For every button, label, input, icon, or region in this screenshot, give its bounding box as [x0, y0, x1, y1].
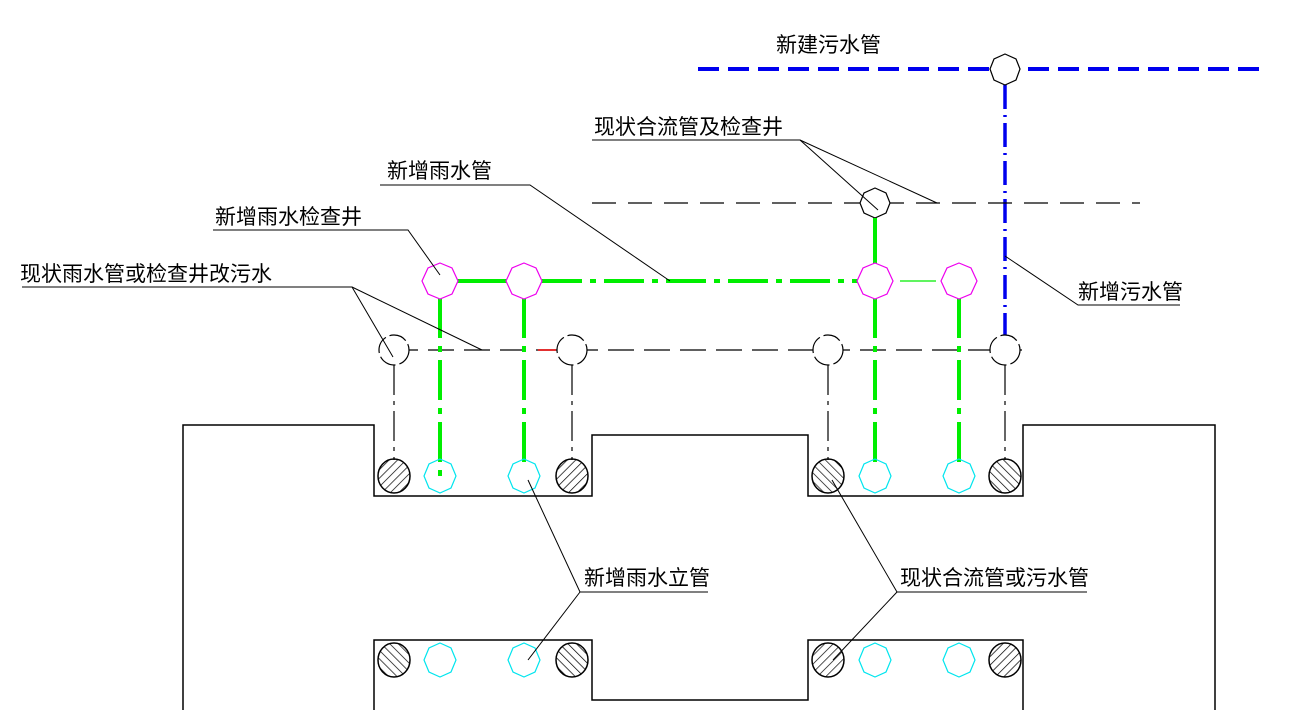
leader-new-sewage — [1004, 255, 1180, 306]
new-storm-riser — [858, 458, 892, 494]
existing-riser — [988, 458, 1022, 494]
leader-storm-to-sewage — [22, 286, 394, 358]
label-new-storm-pipe: 新增雨水管 — [387, 159, 492, 183]
label-existing-combined-pipe-and-well: 现状合流管及检查井 — [594, 115, 783, 139]
new-sewage-main — [698, 53, 1268, 336]
existing-riser — [811, 642, 845, 678]
leader-lines — [22, 139, 1180, 661]
existing-combined-well — [859, 187, 891, 219]
leader-storm-to-sewage-2 — [351, 286, 483, 351]
new-storm-well-3 — [856, 262, 894, 300]
new-storm-riser — [942, 458, 976, 494]
label-new-sewage-pipe: 新增污水管 — [1078, 280, 1183, 304]
new-storm-wells — [421, 262, 978, 300]
existing-well-1 — [378, 334, 410, 366]
new-storm-riser-group — [423, 458, 976, 678]
new-storm-riser — [423, 458, 457, 494]
new-storm-riser — [507, 642, 541, 678]
leader-existing-riser-2 — [832, 591, 898, 661]
existing-riser — [811, 458, 845, 494]
new-storm-riser — [942, 642, 976, 678]
new-storm-riser — [507, 458, 541, 494]
new-storm-pipes — [438, 218, 961, 478]
existing-storm-pipe-converted — [378, 334, 1022, 460]
label-existing-combined-or-sewage-pipe: 现状合流管或污水管 — [900, 566, 1089, 590]
sewage-junction-well — [989, 53, 1021, 86]
risers — [377, 458, 1022, 678]
label-new-sewage-main: 新建污水管 — [776, 33, 881, 57]
existing-well-3 — [812, 334, 844, 366]
new-storm-riser — [858, 642, 892, 678]
new-storm-well-1 — [421, 262, 459, 300]
new-storm-well-4 — [940, 262, 978, 300]
existing-well-4 — [989, 334, 1021, 366]
new-storm-well-2 — [505, 262, 543, 300]
existing-riser — [555, 458, 589, 494]
new-storm-riser — [423, 642, 457, 678]
leader-new-storm-riser-2 — [527, 591, 581, 661]
existing-riser — [377, 458, 411, 494]
existing-riser-group — [377, 458, 1022, 678]
label-new-storm-inspection-well: 新增雨水检查井 — [215, 205, 362, 229]
label-existing-storm-to-sewage: 现状雨水管或检查井改污水 — [20, 262, 272, 286]
building-wall — [182, 424, 1216, 710]
leader-new-storm-pipe — [380, 184, 671, 282]
leader-new-storm-well — [213, 229, 441, 276]
building-wall — [373, 639, 1024, 710]
existing-well-2 — [556, 334, 588, 366]
existing-riser — [377, 642, 411, 678]
labels: 新建污水管 现状合流管及检查井 新增雨水管 新增雨水检查井 现状雨水管或检查井改… — [20, 33, 1183, 590]
label-new-storm-riser: 新增雨水立管 — [584, 566, 710, 590]
existing-riser — [555, 642, 589, 678]
leader-existing-combined — [592, 139, 879, 211]
building-outline — [182, 424, 1216, 710]
existing-combined-pipe — [592, 187, 1140, 219]
existing-riser — [988, 642, 1022, 678]
leader-existing-combined-2 — [799, 139, 938, 204]
